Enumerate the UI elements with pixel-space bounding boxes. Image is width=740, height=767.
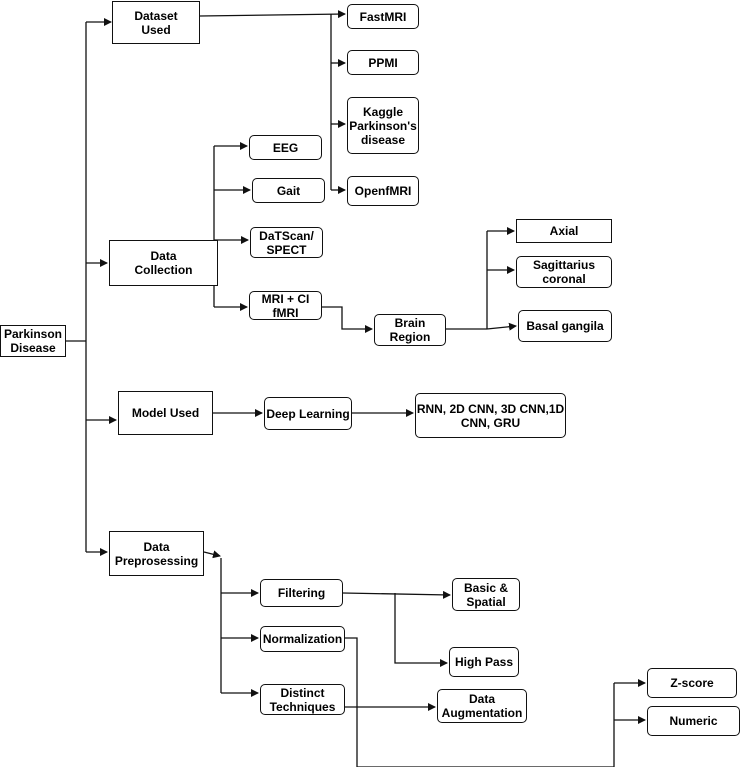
fastmri-node: FastMRI [347, 4, 419, 29]
brain-region-node: Brain Region [374, 314, 446, 346]
dataset-used-node: Dataset Used [112, 1, 200, 44]
parkinson-disease-node: Parkinson Disease [0, 325, 66, 357]
eeg-node: EEG [249, 135, 322, 160]
deep-learning-node: Deep Learning [264, 397, 352, 430]
data-preprocessing-node: Data Preprosessing [109, 531, 204, 576]
sagittarius-coronal-node: Sagittarius coronal [516, 256, 612, 288]
numeric-node: Numeric [647, 706, 740, 736]
ppmi-node: PPMI [347, 50, 419, 75]
model-used-node: Model Used [118, 391, 213, 435]
filtering-node: Filtering [260, 579, 343, 607]
normalization-node: Normalization [260, 626, 345, 652]
distinct-techniques-node: Distinct Techniques [260, 684, 345, 715]
basic-spatial-node: Basic & Spatial [452, 578, 520, 611]
mri-ci-fmri-node: MRI + CI fMRI [249, 291, 322, 320]
openfmri-node: OpenfMRI [347, 176, 419, 206]
datscan-spect-node: DaTScan/ SPECT [250, 227, 323, 258]
kaggle-parkinsons-node: Kaggle Parkinson's disease [347, 97, 419, 154]
data-augmentation-node: Data Augmentation [437, 689, 527, 723]
data-collection-node: Data Collection [109, 240, 218, 286]
gait-node: Gait [252, 178, 325, 203]
z-score-node: Z-score [647, 668, 737, 698]
high-pass-node: High Pass [449, 647, 519, 677]
model-list-node: RNN, 2D CNN, 3D CNN,1D CNN, GRU [415, 393, 566, 438]
axial-node: Axial [516, 219, 612, 243]
basal-gangila-node: Basal gangila [518, 310, 612, 342]
